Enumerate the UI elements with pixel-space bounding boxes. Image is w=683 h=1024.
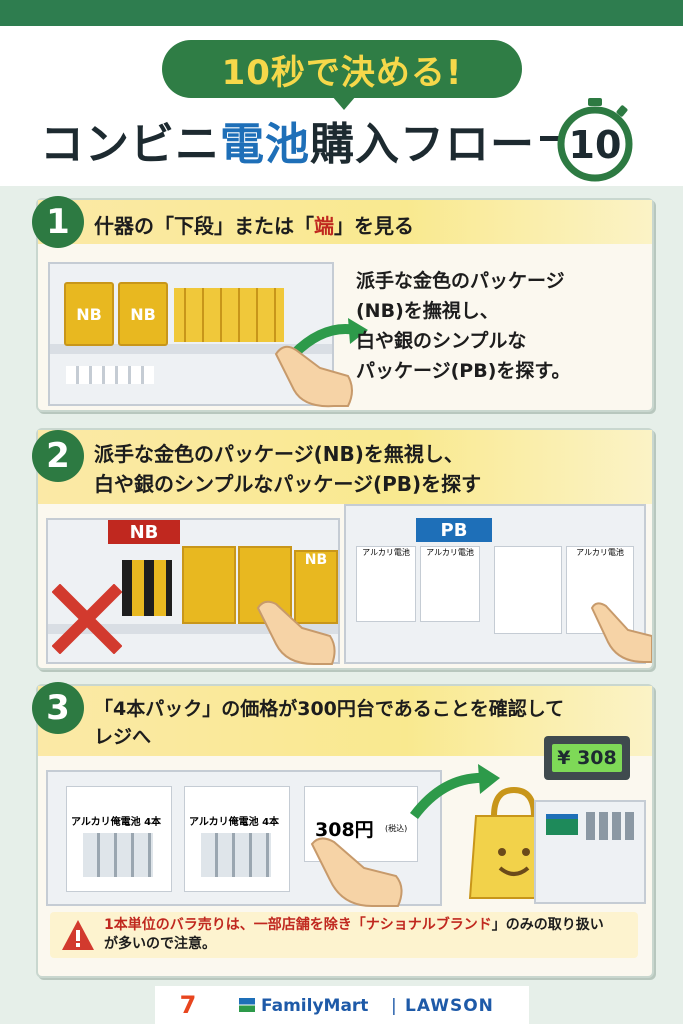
top-bar — [0, 0, 683, 26]
headline-bubble: 10秒で決める! — [162, 40, 522, 98]
step1-title-b: 」を見る — [334, 214, 414, 238]
register-keys — [586, 812, 634, 840]
step2-panel: 2 派手な金色のパッケージ(NB)を無視し、 白や銀のシンプルなパッケージ(PB… — [32, 428, 654, 670]
timer-number: 10 — [569, 123, 622, 167]
nb-shelf: NB NB — [46, 518, 340, 664]
pb-4pack: アルカリ俺電池 4本 — [66, 786, 172, 892]
page-title: コンビニ電池購入フロー — [40, 108, 535, 172]
pb-package — [494, 546, 562, 634]
step3-number: 3 — [32, 682, 84, 734]
nb-package: NB — [64, 282, 114, 346]
step1-desc-line: 派手な金色のパッケージ — [356, 270, 565, 292]
gold-batteries — [174, 288, 284, 342]
pb-pack-label: アルカリ電池 — [362, 548, 410, 557]
title-part2: 購入フロー — [310, 119, 535, 170]
warning-a: 1本単位のバラ売りは、一部店舗を除き「 — [104, 917, 366, 933]
seven-eleven-logo: 7 — [179, 991, 197, 1019]
warning-b: 」のみの取り扱い — [491, 917, 604, 933]
pointing-hand-icon — [310, 837, 403, 907]
pb-pack-label: アルカリ電池 — [426, 548, 474, 557]
step1-shelf: NB NB — [48, 262, 334, 406]
step3-panel: 3 「4本パック」の価格が300円台であることを確認して レジへ アルカリ俺電池… — [32, 682, 654, 978]
pack-label: アルカリ俺電池 4本 — [189, 817, 280, 828]
step1-desc-line: (NB)を撫視し、 — [356, 300, 499, 322]
store-logos: 7 FamilyMart | LAWSON — [155, 986, 529, 1024]
price-tag: 308円 (税込) — [304, 786, 418, 862]
pb-pack-label: アルカリ電池 — [576, 548, 624, 557]
step2-title-line2: 白や銀のシンプルなパッケージ(PB)を探す — [94, 472, 482, 496]
step1-description: 派手な金色のパッケージ (NB)を撫視し、 白や銀のシンプルな パッケージ(PB… — [356, 266, 571, 386]
step1-panel: 1 什器の「下段」または「端」を見る NB NB 派手な金色のパッケージ (NB… — [32, 196, 654, 412]
register-screen: ¥ 308 — [544, 736, 630, 780]
warning-icon — [62, 920, 94, 950]
pb-shelf: PB アルカリ電池 アルカリ電池 アルカリ電池 — [344, 504, 646, 664]
lawson-logo: LAWSON — [405, 996, 494, 1016]
pointing-hand-icon — [274, 318, 368, 408]
step1-number: 1 — [32, 196, 84, 248]
register-body — [534, 800, 646, 904]
familymart-logo: FamilyMart — [261, 996, 369, 1016]
silver-batteries — [83, 833, 153, 877]
title-highlight: 電池 — [220, 119, 310, 170]
warning-line2: が多いので注意。 — [104, 936, 216, 952]
step1-bar — [38, 200, 652, 244]
nb-tag: NB — [108, 520, 180, 544]
step3-title-line2: レジへ — [94, 726, 152, 748]
headline-text: 10秒で決める! — [221, 52, 463, 93]
step3-title-line1: 「4本パック」の価格が300円台であることを確認して — [94, 698, 565, 720]
register-card-icon — [546, 814, 578, 835]
warning-box: 1本単位のバラ売りは、一部店舗を除き「ナショナルブランド」のみの取り扱い が多い… — [50, 912, 638, 958]
warning-red: ナショナルブランド — [365, 917, 492, 933]
nb-batteries — [122, 560, 172, 616]
silver-batteries — [201, 833, 271, 877]
pointing-hand-icon — [256, 600, 336, 665]
price-label: 308円 — [315, 819, 374, 841]
step1-title-red: 端 — [314, 214, 334, 238]
pb-package: アルカリ電池 — [420, 546, 480, 622]
step1-title: 什器の「下段」または「端」を見る — [94, 210, 414, 239]
pb-4pack: アルカリ俺電池 4本 — [184, 786, 290, 892]
cross-icon — [52, 584, 122, 654]
step2-number: 2 — [32, 430, 84, 482]
white-batteries — [66, 366, 154, 384]
price-note: (税込) — [385, 824, 408, 833]
step1-title-a: 什器の「下段」または「 — [94, 214, 314, 238]
pack-label: アルカリ俺電池 4本 — [71, 817, 162, 828]
cash-register: ¥ 308 — [534, 736, 646, 906]
familymart-icon — [239, 998, 255, 1012]
nb-package: NB — [294, 550, 338, 624]
arrow-icon — [410, 764, 500, 820]
nb-package: NB — [118, 282, 168, 346]
bubble-tail — [332, 96, 356, 110]
register-display: ¥ 308 — [552, 744, 622, 772]
step2-bar — [38, 430, 652, 504]
pointing-hand-icon — [590, 602, 652, 663]
logo-separator: | — [391, 996, 397, 1016]
step1-desc-line: パッケージ(PB)を探す。 — [356, 360, 571, 382]
pb-package: アルカリ電池 — [356, 546, 416, 622]
nb-package — [182, 546, 236, 624]
pb-tag: PB — [416, 518, 492, 542]
warning-text: 1本単位のバラ売りは、一部店舗を除き「ナショナルブランド」のみの取り扱い が多い… — [104, 916, 604, 954]
title-part1: コンビニ — [40, 119, 220, 170]
stopwatch-icon: 10 — [557, 98, 633, 182]
step2-title-line1: 派手な金色のパッケージ(NB)を無視し、 — [94, 442, 464, 466]
step1-desc-line: 白や銀のシンプルな — [356, 330, 527, 352]
